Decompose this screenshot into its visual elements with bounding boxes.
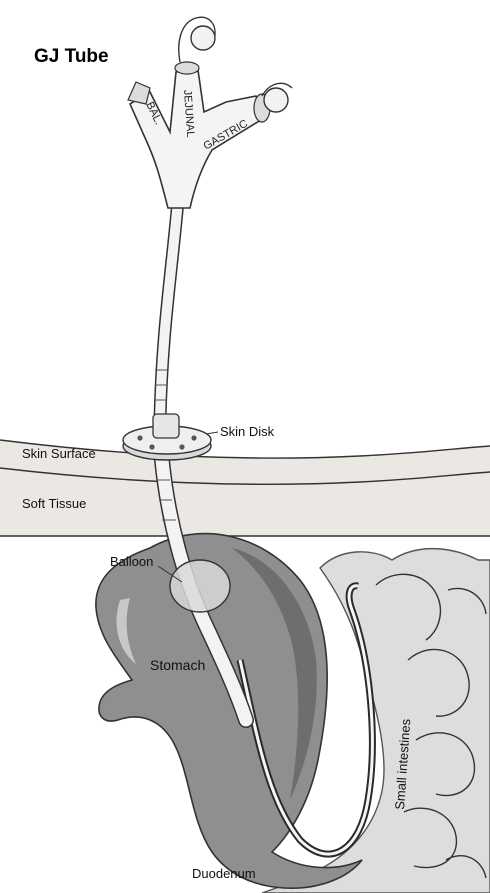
jejunal-port-cap: [175, 62, 199, 74]
label-skin-disk: Skin Disk: [220, 424, 275, 439]
balloon-port-cap: [128, 82, 150, 104]
label-soft-tissue: Soft Tissue: [22, 496, 86, 511]
diagram-title: GJ Tube: [34, 46, 109, 67]
label-skin-surface: Skin Surface: [22, 446, 96, 461]
skin-disk: [123, 414, 211, 460]
skin-disk-leader: [206, 432, 218, 434]
balloon: [170, 560, 230, 612]
label-stomach: Stomach: [150, 657, 205, 673]
label-balloon: Balloon: [110, 554, 153, 569]
gastric-plug: [264, 88, 288, 112]
gj-tube-upper: [155, 200, 178, 420]
jejunal-plug: [191, 26, 215, 50]
label-duodenum: Duodenum: [192, 866, 256, 881]
